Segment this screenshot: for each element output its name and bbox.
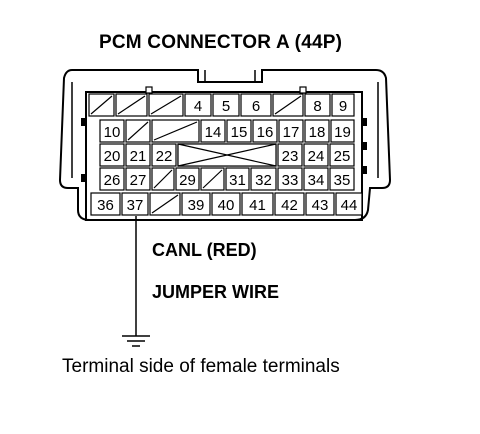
diagram-title: PCM CONNECTOR A (44P) [99, 32, 343, 53]
terminal-empty [151, 119, 200, 143]
terminal-number: 29 [179, 172, 196, 189]
jumper-wire-label: JUMPER WIRE [152, 282, 280, 302]
terminal-empty [272, 93, 304, 117]
terminal-31: 31 [225, 167, 250, 191]
terminal-36: 36 [90, 192, 121, 216]
diagram-caption: Terminal side of female terminals [62, 356, 340, 377]
terminal-number: 16 [257, 124, 274, 141]
terminal-empty [88, 93, 115, 117]
terminal-number: 27 [130, 172, 147, 189]
terminal-block [85, 91, 363, 221]
terminal-33: 33 [277, 167, 303, 191]
terminal-10: 10 [99, 119, 125, 143]
terminal-number: 6 [252, 98, 260, 115]
terminal-number: 21 [130, 148, 147, 165]
terminal-number: 19 [334, 124, 351, 141]
terminal-empty [125, 119, 151, 143]
terminal-25: 25 [329, 143, 355, 167]
terminal-21: 21 [125, 143, 151, 167]
terminal-number: 43 [312, 197, 329, 214]
terminal-number: 5 [222, 98, 230, 115]
terminal-number: 10 [104, 124, 121, 141]
terminal-empty [148, 93, 184, 117]
terminal-6: 6 [240, 93, 272, 117]
terminal-number: 41 [249, 197, 266, 214]
terminal-number: 15 [231, 124, 248, 141]
terminal-20: 20 [99, 143, 125, 167]
terminal-39: 39 [181, 192, 211, 216]
terminal-number: 34 [308, 172, 325, 189]
wire-color-label: CANL (RED) [152, 240, 257, 260]
terminal-number: 14 [205, 124, 222, 141]
terminal-number: 31 [229, 172, 246, 189]
terminal-number: 22 [156, 148, 173, 165]
terminal-37: 37 [121, 192, 149, 216]
terminal-22: 22 [151, 143, 177, 167]
terminal-number: 37 [127, 197, 144, 214]
terminal-16: 16 [252, 119, 278, 143]
terminal-41: 41 [241, 192, 274, 216]
terminal-number: 36 [97, 197, 114, 214]
terminal-number: 32 [255, 172, 272, 189]
terminal-empty [149, 192, 181, 216]
terminal-34: 34 [303, 167, 329, 191]
terminal-number: 40 [218, 197, 235, 214]
jumper-wire [122, 216, 150, 347]
terminal-number: 25 [334, 148, 351, 165]
terminal-32: 32 [250, 167, 277, 191]
inner-latch [71, 70, 379, 178]
terminal-27: 27 [125, 167, 151, 191]
terminal-40: 40 [211, 192, 241, 216]
ground-icon [122, 335, 150, 347]
terminal-number: 18 [309, 124, 326, 141]
terminal-number: 20 [104, 148, 121, 165]
connector-housing [58, 69, 392, 221]
blocked-terminals-cross [177, 143, 277, 167]
terminal-5: 5 [212, 93, 240, 117]
terminal-number: 8 [313, 98, 321, 115]
terminal-number: 26 [104, 172, 121, 189]
terminal-number: 35 [334, 172, 351, 189]
terminal-empty [200, 167, 225, 191]
terminal-number: 9 [339, 98, 347, 115]
terminal-8: 8 [304, 93, 331, 117]
terminal-empty [151, 167, 175, 191]
terminal-number: 39 [188, 197, 205, 214]
terminal-26: 26 [99, 167, 125, 191]
terminal-15: 15 [226, 119, 252, 143]
terminal-number: 23 [282, 148, 299, 165]
terminal-24: 24 [303, 143, 329, 167]
terminal-17: 17 [278, 119, 304, 143]
terminal-19: 19 [330, 119, 355, 143]
terminal-18: 18 [304, 119, 330, 143]
terminal-number: 4 [194, 98, 202, 115]
terminal-44: 44 [335, 192, 363, 216]
terminal-number: 42 [281, 197, 298, 214]
terminal-23: 23 [277, 143, 303, 167]
terminal-number: 33 [282, 172, 299, 189]
terminal-42: 42 [274, 192, 305, 216]
terminal-cells: 4 5 6 8 9 10 14 15 16 17 18 19 20 21 22 23 24 25 26 27 29 31 3… [88, 93, 363, 216]
terminal-number: 17 [283, 124, 300, 141]
housing-marks [81, 86, 367, 182]
terminal-number: 44 [341, 197, 358, 214]
terminal-4: 4 [184, 93, 212, 117]
terminal-43: 43 [305, 192, 335, 216]
terminal-35: 35 [329, 167, 355, 191]
terminal-empty [115, 93, 148, 117]
terminal-9: 9 [331, 93, 355, 117]
terminal-14: 14 [200, 119, 226, 143]
terminal-number: 24 [308, 148, 325, 165]
terminal-29: 29 [175, 167, 200, 191]
